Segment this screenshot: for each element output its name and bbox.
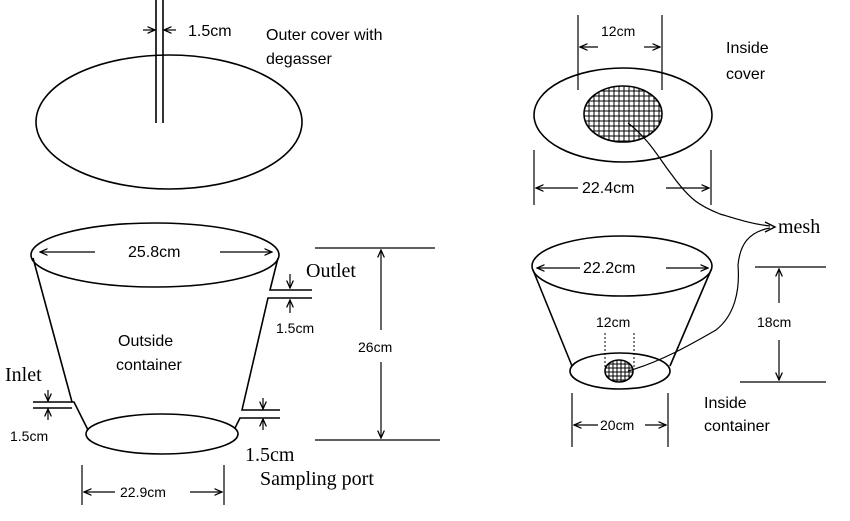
inside-cover-mesh-window — [583, 85, 663, 143]
inside-cover: 12cm Inside cover 22.4cm — [533, 15, 769, 205]
outlet-top — [268, 257, 312, 291]
sampling-port-bottom — [234, 417, 280, 429]
inside-container-bottom — [569, 352, 671, 390]
inside-cover-diameter-label: 22.4cm — [582, 180, 634, 197]
inside-cover-label-line1: Inside — [726, 40, 769, 57]
inside-height-label: 18cm — [757, 314, 791, 330]
inside-container-top-rim — [531, 235, 713, 297]
inside-container-mesh-window — [604, 359, 634, 383]
mesh-leader-from-cover — [627, 122, 771, 227]
inside-top-diameter-label: 22.2cm — [583, 260, 635, 277]
inside-cover-ellipse — [533, 67, 713, 163]
inside-container-label-line2: container — [704, 418, 770, 435]
inlet-label: Inlet — [5, 364, 42, 386]
inlet-width-label: 1.5cm — [10, 428, 48, 444]
outer-cover-ellipse — [35, 54, 303, 190]
outer-cover-label-line2: degasser — [266, 51, 332, 68]
outside-container: 25.8cm Outlet 1.5cm 26cm Inlet 1.5cm 1.5… — [5, 222, 440, 505]
inside-container-left-wall — [532, 269, 573, 367]
sampling-width-label: 1.5cm — [245, 444, 295, 466]
outlet-width-label: 1.5cm — [276, 320, 314, 336]
outlet-bottom-and-wall — [240, 297, 312, 411]
inside-container-label-line1: Inside — [704, 395, 747, 412]
outer-cover-label-line1: Outer cover with — [266, 27, 382, 44]
inside-container: 22.2cm 12cm 18cm 20cm Inside container — [531, 235, 826, 447]
mesh-label: mesh — [778, 216, 820, 238]
outside-container-label-line2: container — [116, 357, 182, 374]
outside-container-top-rim — [30, 222, 280, 288]
outside-top-diameter-label: 25.8cm — [128, 244, 180, 261]
inside-cover-label-line2: cover — [726, 66, 766, 83]
outside-height-label: 26cm — [358, 339, 392, 355]
outside-container-label-line1: Outside — [118, 333, 173, 350]
outside-bottom-diameter-label: 22.9cm — [120, 484, 166, 500]
inside-container-right-wall — [669, 269, 712, 367]
outside-container-bottom — [85, 413, 239, 455]
degasser-width-label: 1.5cm — [188, 23, 232, 40]
sampling-port-label: Sampling port — [260, 468, 374, 490]
mesh-leader-from-container — [627, 227, 771, 372]
outer-cover: 1.5cm Outer cover with degasser — [35, 0, 382, 190]
container-mesh-width-label: 12cm — [596, 314, 630, 330]
mesh-callout: mesh — [627, 122, 820, 372]
outlet-label: Outlet — [306, 260, 356, 282]
outside-container-left-wall — [32, 257, 89, 431]
cover-mesh-width-label: 12cm — [601, 23, 635, 39]
mesh-arrowhead — [764, 221, 777, 233]
inside-bottom-diameter-label: 20cm — [600, 417, 634, 433]
